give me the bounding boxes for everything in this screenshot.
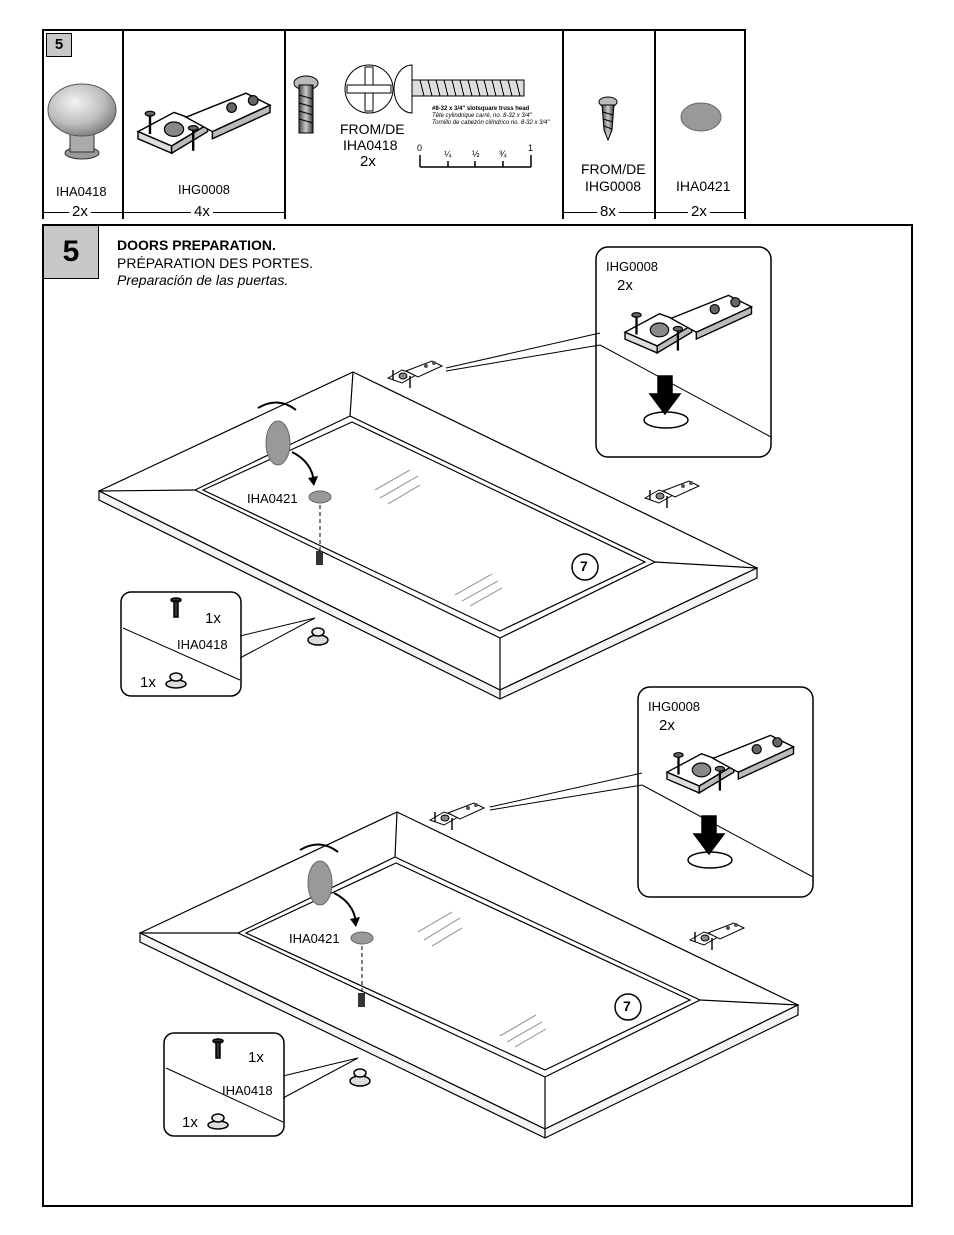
top-bumper-label: IHA0421: [247, 491, 298, 506]
bottom-knob-qty: 1x: [182, 1114, 198, 1131]
top-knob-code: IHA0418: [177, 637, 228, 652]
truss-spec-en: #8-32 x 3/4" slotsquare truss head: [432, 106, 530, 112]
parts-divider: [122, 29, 124, 219]
parts-divider: [654, 29, 656, 219]
wood-screw-qty: 8x: [597, 203, 619, 220]
wood-screw-illustration: [598, 96, 618, 142]
door-top-hinge-callout: [445, 246, 772, 458]
door-bottom-hinge-2: [689, 922, 745, 951]
bottom-part-number: 7: [623, 998, 631, 1014]
bumper-code: IHA0421: [676, 178, 731, 194]
ruler-tick-2: ½: [472, 149, 480, 159]
bottom-knob-code: IHA0418: [222, 1083, 273, 1098]
door-top-bumper: [257, 401, 332, 565]
parts-divider: [284, 29, 286, 219]
hinge-qty: 4x: [191, 203, 213, 220]
step-frame: [42, 224, 913, 1207]
top-knob-screw-qty: 1x: [205, 610, 221, 627]
wood-screw-from: FROM/DE: [581, 161, 646, 177]
door-top-hinge-2: [644, 480, 700, 509]
truss-spec-es: Tornillo de cabezón cilíndrico no. 8-32 …: [432, 120, 550, 126]
bumper-qty: 2x: [688, 203, 710, 220]
door-bottom-bumper: [299, 843, 374, 1007]
bottom-knob-screw-qty: 1x: [248, 1049, 264, 1066]
top-knob-qty: 1x: [140, 674, 156, 691]
door-bottom-knob-callout: [163, 1032, 371, 1137]
truss-spec-fr: Tête cylindrique carré, no. 8-32 x 3/4": [432, 113, 532, 119]
hinge-code: IHG0008: [178, 182, 231, 197]
door-bottom-hinge-callout: [489, 686, 814, 898]
door-top-hinge-1: [387, 360, 443, 389]
door-top-knob-callout: [120, 591, 329, 697]
ruler-tick-1: ¼: [444, 149, 452, 159]
knob-code: IHA0418: [56, 184, 107, 199]
top-callout-hinge-code: IHG0008: [606, 259, 659, 274]
parts-divider: [562, 29, 564, 219]
truss-screw-illustration: [293, 64, 525, 134]
parts-table: 5: [42, 29, 746, 219]
ruler-illustration: [419, 155, 532, 168]
hinge-illustration: [136, 91, 272, 155]
top-part-number: 7: [580, 558, 588, 574]
wood-screw-from-code: IHG0008: [585, 178, 642, 194]
knob-qty: 2x: [69, 203, 91, 220]
bottom-bumper-label: IHA0421: [289, 931, 340, 946]
bottom-callout-hinge-qty: 2x: [659, 717, 675, 734]
ruler-tick-3: ¾: [499, 149, 507, 159]
truss-from-code: IHA0418: [343, 137, 398, 153]
bottom-callout-hinge-code: IHG0008: [648, 699, 701, 714]
knob-illustration: [47, 83, 117, 160]
truss-from: FROM/DE: [340, 121, 405, 137]
step-title-fr: PRÉPARATION DES PORTES.: [117, 255, 314, 271]
parts-step-number: 5: [46, 33, 72, 57]
door-bottom-part-circle: [614, 993, 642, 1021]
door-top: [97, 371, 759, 700]
step-title-es: Preparación de las puertas.: [117, 272, 289, 288]
bumper-illustration: [680, 102, 722, 132]
door-top-part-circle: [571, 553, 599, 581]
door-bottom-hinge-1: [429, 802, 485, 831]
ruler-tick-4: 1: [528, 143, 534, 153]
step-number: 5: [44, 226, 99, 279]
step-title-en: DOORS PREPARATION.: [117, 237, 276, 253]
truss-qty: 2x: [360, 153, 376, 170]
ruler-tick-0: 0: [417, 143, 423, 153]
top-callout-hinge-qty: 2x: [617, 277, 633, 294]
